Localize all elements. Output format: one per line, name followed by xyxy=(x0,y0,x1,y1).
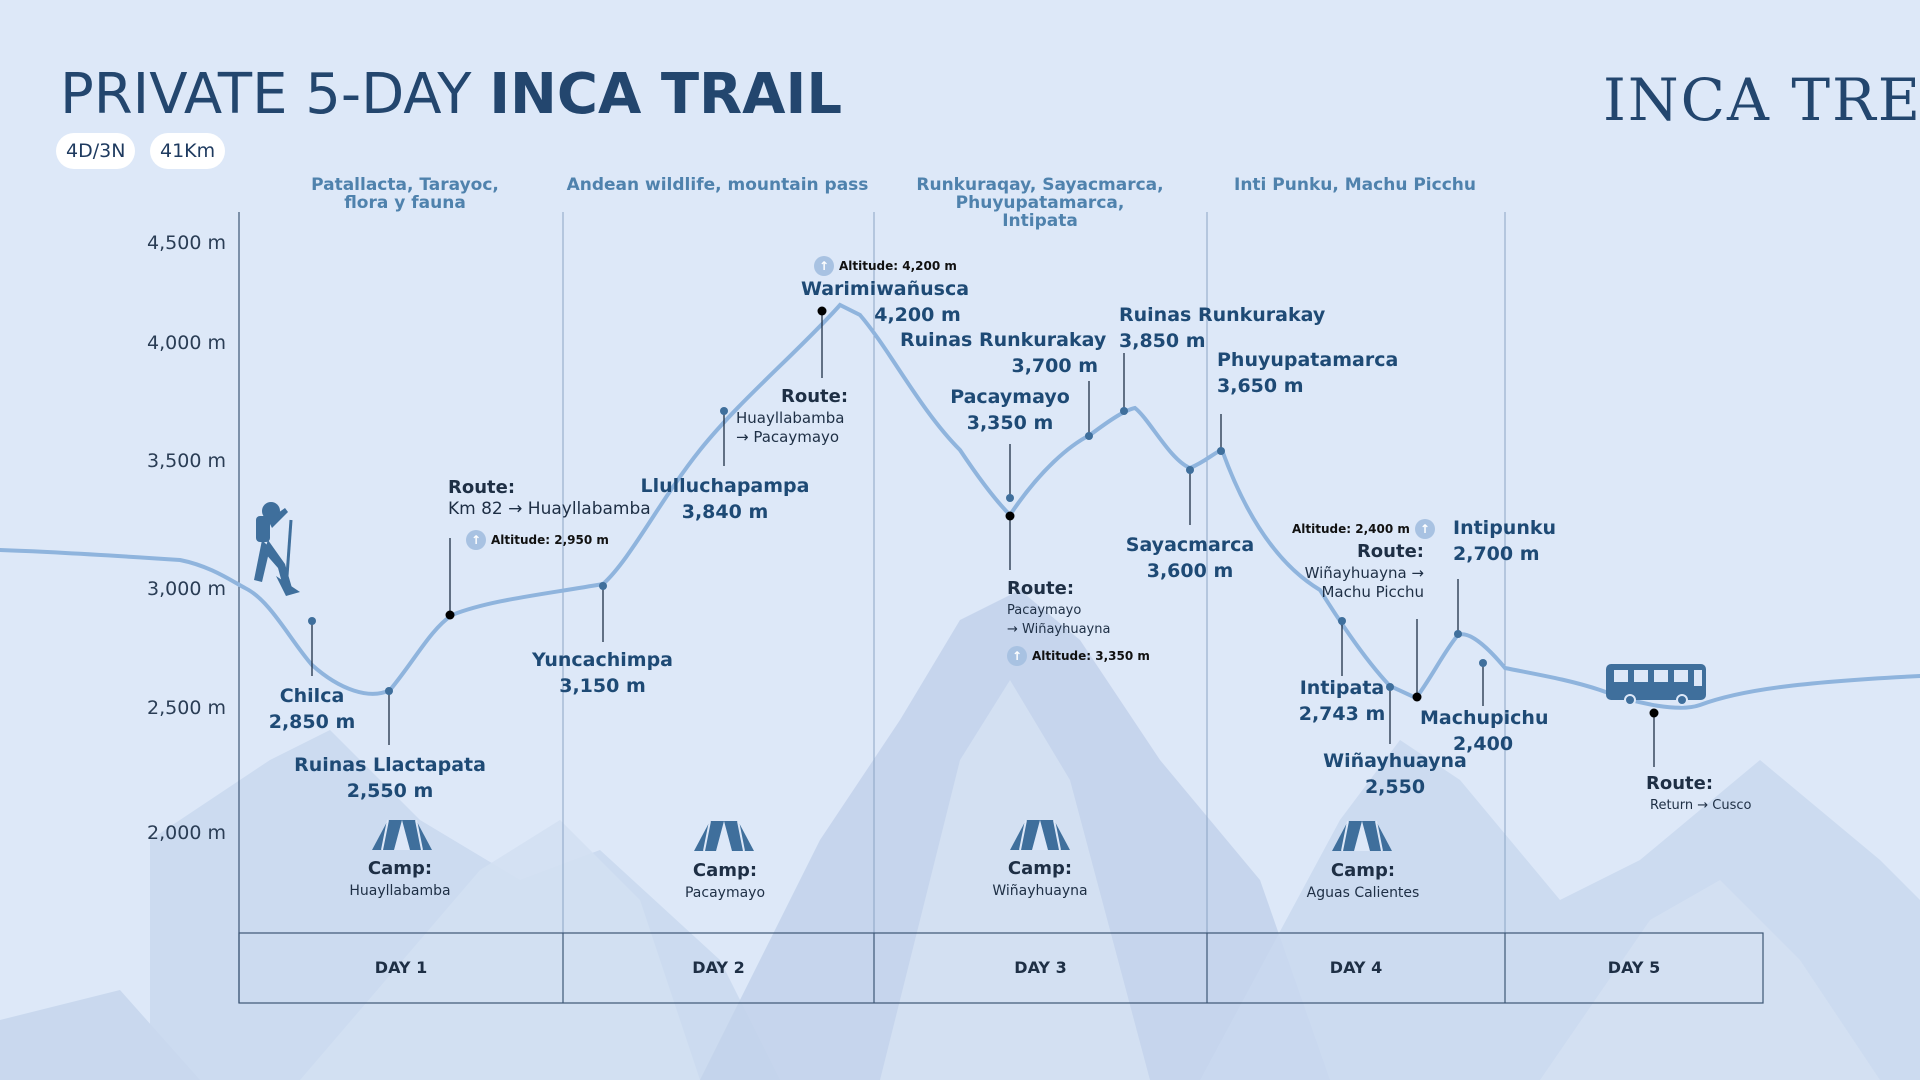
brand-logo: INCA TREK xyxy=(1603,66,1920,134)
waypoint-dot xyxy=(1085,432,1093,440)
waypoint-dot xyxy=(720,407,728,415)
altitude-badge-day-1: ↑Altitude: 2,950 m xyxy=(466,530,609,550)
day-table xyxy=(238,932,1764,1004)
title-light: PRIVATE 5-DAY xyxy=(60,62,490,127)
waypoint-dot xyxy=(1120,407,1128,415)
day-5-cell: DAY 5 xyxy=(1607,958,1661,977)
day-4-cell: DAY 4 xyxy=(1329,958,1383,977)
waypoint-dot xyxy=(1338,617,1346,625)
bus-icon xyxy=(1606,664,1706,706)
waypoint-dot xyxy=(1479,659,1487,667)
route-dot xyxy=(1412,692,1422,702)
waypoint-dot xyxy=(1006,494,1014,502)
camp-day-2: Camp:Pacaymayo xyxy=(684,860,766,901)
hiker-icon xyxy=(254,502,300,596)
day-3-cell: DAY 3 xyxy=(1014,958,1067,977)
route-day-5: Route:Return → Cusco xyxy=(1646,773,1752,813)
day-2-cell: DAY 2 xyxy=(692,958,745,977)
waypoint-dot xyxy=(385,687,393,695)
route-dot xyxy=(445,610,455,620)
arrow-up-icon: ↑ xyxy=(1414,519,1435,539)
route-dot xyxy=(817,306,827,316)
route-day-1: Route:Km 82 → Huayllabamba xyxy=(448,477,651,519)
route-day-2: Route:Huayllabamba→ Pacaymayo xyxy=(736,386,849,446)
altitude-badge-day-4: Altitude: 2,400 m↑ xyxy=(1292,519,1435,539)
camp-day-1: Camp:Huayllabamba xyxy=(349,858,451,899)
route-dot xyxy=(1649,708,1659,718)
arrow-up-icon: ↑ xyxy=(1007,646,1027,666)
waypoint-dot xyxy=(1217,447,1225,455)
camp-day-3: Camp:Wiñayhuayna xyxy=(992,858,1088,899)
waypoint-dot xyxy=(1186,466,1194,474)
waypoint-dot xyxy=(308,617,316,625)
tent-icon xyxy=(694,820,754,852)
waypoint-dots xyxy=(308,306,1659,718)
waypoint-dot xyxy=(599,582,607,590)
y-tick: 3,000 m xyxy=(147,578,226,600)
waypoint-connectors xyxy=(311,311,1655,767)
waypoint-dot xyxy=(1454,630,1462,638)
y-tick: 4,500 m xyxy=(147,232,226,254)
title-bold: INCA TRAIL xyxy=(489,62,843,127)
tent-icon xyxy=(1332,820,1392,852)
y-tick: 2,500 m xyxy=(147,697,226,719)
arrow-up-icon: ↑ xyxy=(814,256,834,276)
y-tick: 2,000 m xyxy=(147,822,226,844)
day-1-cell: DAY 1 xyxy=(374,958,428,977)
theme-day-4: Inti Punku, Machu Picchu xyxy=(1234,175,1476,195)
mountain-background xyxy=(0,590,1920,1080)
route-day-4: Route:Wiñayhuayna →Machu Picchu xyxy=(1304,541,1424,601)
camp-day-4: Camp:Aguas Calientes xyxy=(1306,860,1420,901)
altitude-badge-day-2: ↑Altitude: 4,200 m xyxy=(814,256,957,276)
altitude-badge-day-3: ↑Altitude: 3,350 m xyxy=(1007,646,1150,666)
y-tick: 4,000 m xyxy=(147,332,226,354)
duration-pill: 4D/3N xyxy=(56,133,136,169)
theme-day-1: Patallacta, Tarayoc,flora y fauna xyxy=(311,175,499,213)
arrow-up-icon: ↑ xyxy=(466,530,486,550)
waypoint-dot xyxy=(1386,683,1394,691)
tent-icon xyxy=(372,819,432,851)
route-dot xyxy=(1005,511,1015,521)
distance-pill: 41Km xyxy=(150,133,226,169)
route-day-3: Route:Pacaymayo→ Wiñayhuayna xyxy=(1007,578,1111,637)
page-title: PRIVATE 5-DAY INCA TRAIL xyxy=(60,62,842,127)
theme-day-2: Andean wildlife, mountain pass xyxy=(566,175,869,195)
theme-day-3: Runkuraqay, Sayacmarca,Phuyupatamarca,In… xyxy=(916,175,1164,231)
y-tick: 3,500 m xyxy=(147,450,226,472)
tent-icon xyxy=(1010,819,1070,851)
